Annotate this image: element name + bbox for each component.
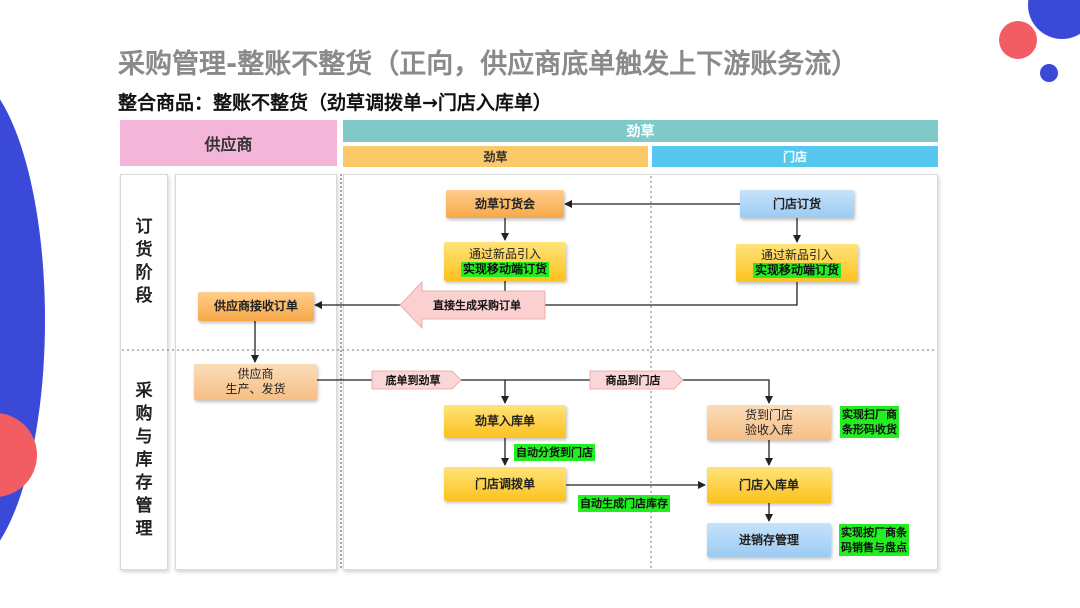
stage-order-char: 阶 [135, 263, 153, 283]
box-label: 门店订货 [772, 196, 821, 211]
note-sales-inventory: 实现按厂商条 码销售与盘点 [839, 524, 909, 556]
stage-purchase-char: 采 [135, 380, 153, 401]
box-label: 通过新品引入 [760, 248, 833, 262]
box-label: 劲草入库单 [474, 414, 535, 428]
note-line: 实现扫厂商 [842, 408, 897, 421]
box-label: 通过新品引入 [468, 246, 541, 261]
line-store-new-to-po [545, 282, 798, 306]
box-jincao-inbound: 劲草入库单 [444, 405, 566, 438]
note-auto-store-stock: 自动生成门店库存 [578, 495, 670, 512]
header-supplier: 供应商 [120, 120, 337, 166]
arrow-shape-to-jincao [371, 370, 462, 390]
box-store-order: 门店订货 [740, 190, 854, 218]
stage-order-char: 段 [135, 286, 153, 306]
box-label: 供应商 [237, 367, 274, 381]
box-store-new-product: 通过新品引入 实现移动端订货 [736, 244, 858, 282]
stage-purchase-char: 理 [135, 518, 153, 539]
stage-order-char: 货 [135, 240, 153, 260]
box-supplier-ship: 供应商 生产、发货 [194, 364, 317, 400]
box-supplier-receive: 供应商接收订单 [198, 292, 314, 321]
note-scan-barcode: 实现扫厂商 条形码收货 [840, 406, 899, 438]
box-store-inbound: 门店入库单 [707, 467, 831, 503]
stage-purchase-char: 库 [135, 449, 153, 470]
box-label: 劲草订货会 [474, 196, 535, 211]
note-auto-allocate: 自动分货到门店 [514, 444, 595, 461]
decor-blue-top-right [1028, 0, 1080, 39]
box-label: 验收入库 [744, 422, 793, 437]
stage-purchase-char: 购 [135, 403, 153, 424]
highlight-label: 实现移动端订货 [752, 263, 841, 278]
arrow-shape-to-store [589, 370, 684, 390]
stage-purchase-char: 与 [135, 426, 153, 447]
box-store-receive: 货到门店 验收入库 [707, 405, 831, 440]
stage-order-char: 订 [135, 217, 153, 237]
box-label: 进销存管理 [738, 532, 799, 547]
stage-purchase-label: 采 购 与 库 存 管 理 [120, 380, 168, 540]
box-label: 门店入库单 [738, 477, 799, 492]
header-jincao: 劲草 [343, 120, 938, 142]
arrow-label-to-store: 商品到门店 [605, 374, 661, 387]
box-label: 门店调拨单 [474, 476, 535, 491]
stage-order-label: 订 货 阶 段 [120, 212, 168, 312]
stage-purchase-char: 管 [135, 495, 153, 516]
box-label: 货到门店 [744, 407, 793, 422]
note-line: 码销售与盘点 [841, 541, 907, 554]
header-store: 门店 [652, 146, 938, 167]
box-jincao-order-meeting: 劲草订货会 [446, 190, 564, 218]
highlight-label: 实现移动端订货 [460, 261, 549, 277]
arrow-label-to-jincao: 底单到劲草 [385, 374, 441, 387]
box-label: 生产、发货 [225, 382, 286, 396]
stage-purchase-char: 存 [135, 472, 153, 493]
stage-label-panel [120, 174, 168, 570]
auto-po-label: 直接生成采购订单 [433, 299, 521, 312]
decor-blue-small [1040, 64, 1058, 82]
decor-red-left-circle [0, 413, 37, 497]
decor-red-top-right [999, 21, 1037, 59]
header-jincao-sub: 劲草 [343, 146, 648, 167]
box-inventory-management: 进销存管理 [707, 523, 831, 557]
arrow-shape-auto-po [399, 281, 546, 329]
page-subtitle: 整合商品：整账不整货（劲草调拨单→门店入库单） [118, 92, 552, 114]
note-line: 实现按厂商条 [841, 526, 907, 539]
note-line: 条形码收货 [842, 423, 897, 436]
box-label: 供应商接收订单 [213, 299, 298, 313]
box-jincao-new-product: 通过新品引入 实现移动端订货 [444, 242, 566, 281]
box-store-transfer: 门店调拨单 [444, 467, 566, 501]
page-title: 采购管理-整账不整货（正向，供应商底单触发上下游账务流） [118, 49, 859, 80]
